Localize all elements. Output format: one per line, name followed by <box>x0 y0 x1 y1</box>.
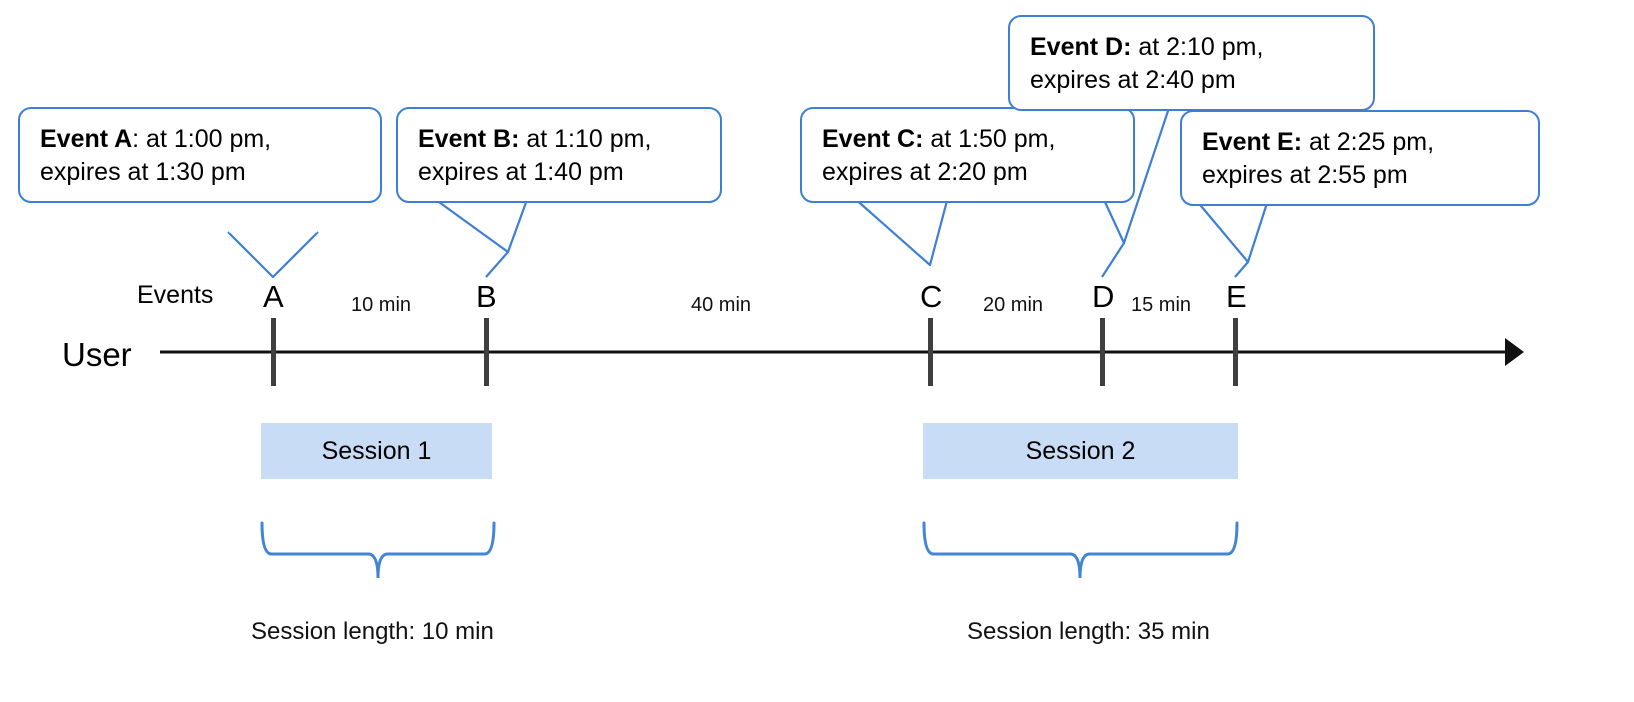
session-1-length-caption: Session length: 10 min <box>251 618 494 645</box>
connector-e <box>1234 261 1249 278</box>
callout-event-e[interactable]: Event E: at 2:25 pm, expires at 2:55 pm <box>1180 110 1540 206</box>
callout-d-line2: expires at 2:40 pm <box>1030 66 1236 94</box>
callout-d-time: at 2:10 pm, <box>1131 33 1264 61</box>
callout-c-time: at 1:50 pm, <box>923 125 1056 153</box>
session-1-brace <box>260 521 496 579</box>
session-box-1[interactable]: Session 1 <box>261 423 492 479</box>
connector-d <box>1101 242 1125 278</box>
callout-e-label: Event E: <box>1202 128 1303 156</box>
event-letter-d: D <box>1092 279 1115 314</box>
axis-events-label: Events <box>137 281 214 309</box>
callout-event-a[interactable]: Event A: at 1:00 pm, expires at 1:30 pm <box>18 107 382 203</box>
callout-b-line1: Event B: at 1:10 pm, <box>418 123 702 156</box>
event-letter-c: C <box>920 279 943 314</box>
callout-event-d[interactable]: Event D: at 2:10 pm, expires at 2:40 pm <box>1008 15 1375 111</box>
callout-tail-a <box>227 231 319 279</box>
callout-e-time: at 2:25 pm, <box>1302 128 1435 156</box>
interval-label-c-d: 20 min <box>983 294 1044 316</box>
callout-b-time: at 1:10 pm, <box>519 125 652 153</box>
callout-tail-e <box>1195 199 1270 264</box>
callout-a-time: at 1:00 pm, <box>139 125 272 153</box>
callout-c-line1: Event C: at 1:50 pm, <box>822 123 1115 156</box>
callout-a-line1: Event A: at 1:00 pm, <box>40 123 362 156</box>
interval-label-b-c: 40 min <box>691 294 752 316</box>
tick-event-a[interactable] <box>271 318 276 386</box>
session-1-label: Session 1 <box>321 436 432 465</box>
callout-e-line2: expires at 2:55 pm <box>1202 161 1408 189</box>
callout-event-c[interactable]: Event C: at 1:50 pm, expires at 2:20 pm <box>800 107 1135 203</box>
callout-a-separator: : <box>132 125 140 153</box>
interval-label-d-e: 15 min <box>1131 294 1192 316</box>
session-2-length-caption: Session length: 35 min <box>967 618 1210 645</box>
callout-a-label: Event A <box>40 125 133 153</box>
callout-tail-b <box>431 196 530 254</box>
callout-b-label: Event B: <box>418 125 520 153</box>
callout-d-line1: Event D: at 2:10 pm, <box>1030 31 1355 64</box>
tick-event-c[interactable] <box>928 318 933 386</box>
timeline-arrowhead <box>1505 338 1524 366</box>
session-2-label: Session 2 <box>1025 436 1136 465</box>
callout-c-line2: expires at 2:20 pm <box>822 158 1028 186</box>
callout-a-line2: expires at 1:30 pm <box>40 158 246 186</box>
callout-d-label: Event D: <box>1030 33 1132 61</box>
tick-event-d[interactable] <box>1100 318 1105 386</box>
tick-event-e[interactable] <box>1233 318 1238 386</box>
callout-tail-c <box>852 196 950 267</box>
event-letter-e: E <box>1226 279 1247 314</box>
axis-row-label-user: User <box>62 336 132 373</box>
callout-event-b[interactable]: Event B: at 1:10 pm, expires at 1:40 pm <box>396 107 722 203</box>
session-box-2[interactable]: Session 2 <box>923 423 1238 479</box>
connector-b <box>485 251 509 278</box>
callout-b-line2: expires at 1:40 pm <box>418 158 624 186</box>
event-letter-a: A <box>263 279 284 314</box>
callout-e-line1: Event E: at 2:25 pm, <box>1202 126 1520 159</box>
tick-event-b[interactable] <box>484 318 489 386</box>
interval-label-a-b: 10 min <box>351 294 412 316</box>
callout-c-label: Event C: <box>822 125 924 153</box>
session-2-brace <box>922 521 1239 579</box>
event-letter-b: B <box>476 279 497 314</box>
